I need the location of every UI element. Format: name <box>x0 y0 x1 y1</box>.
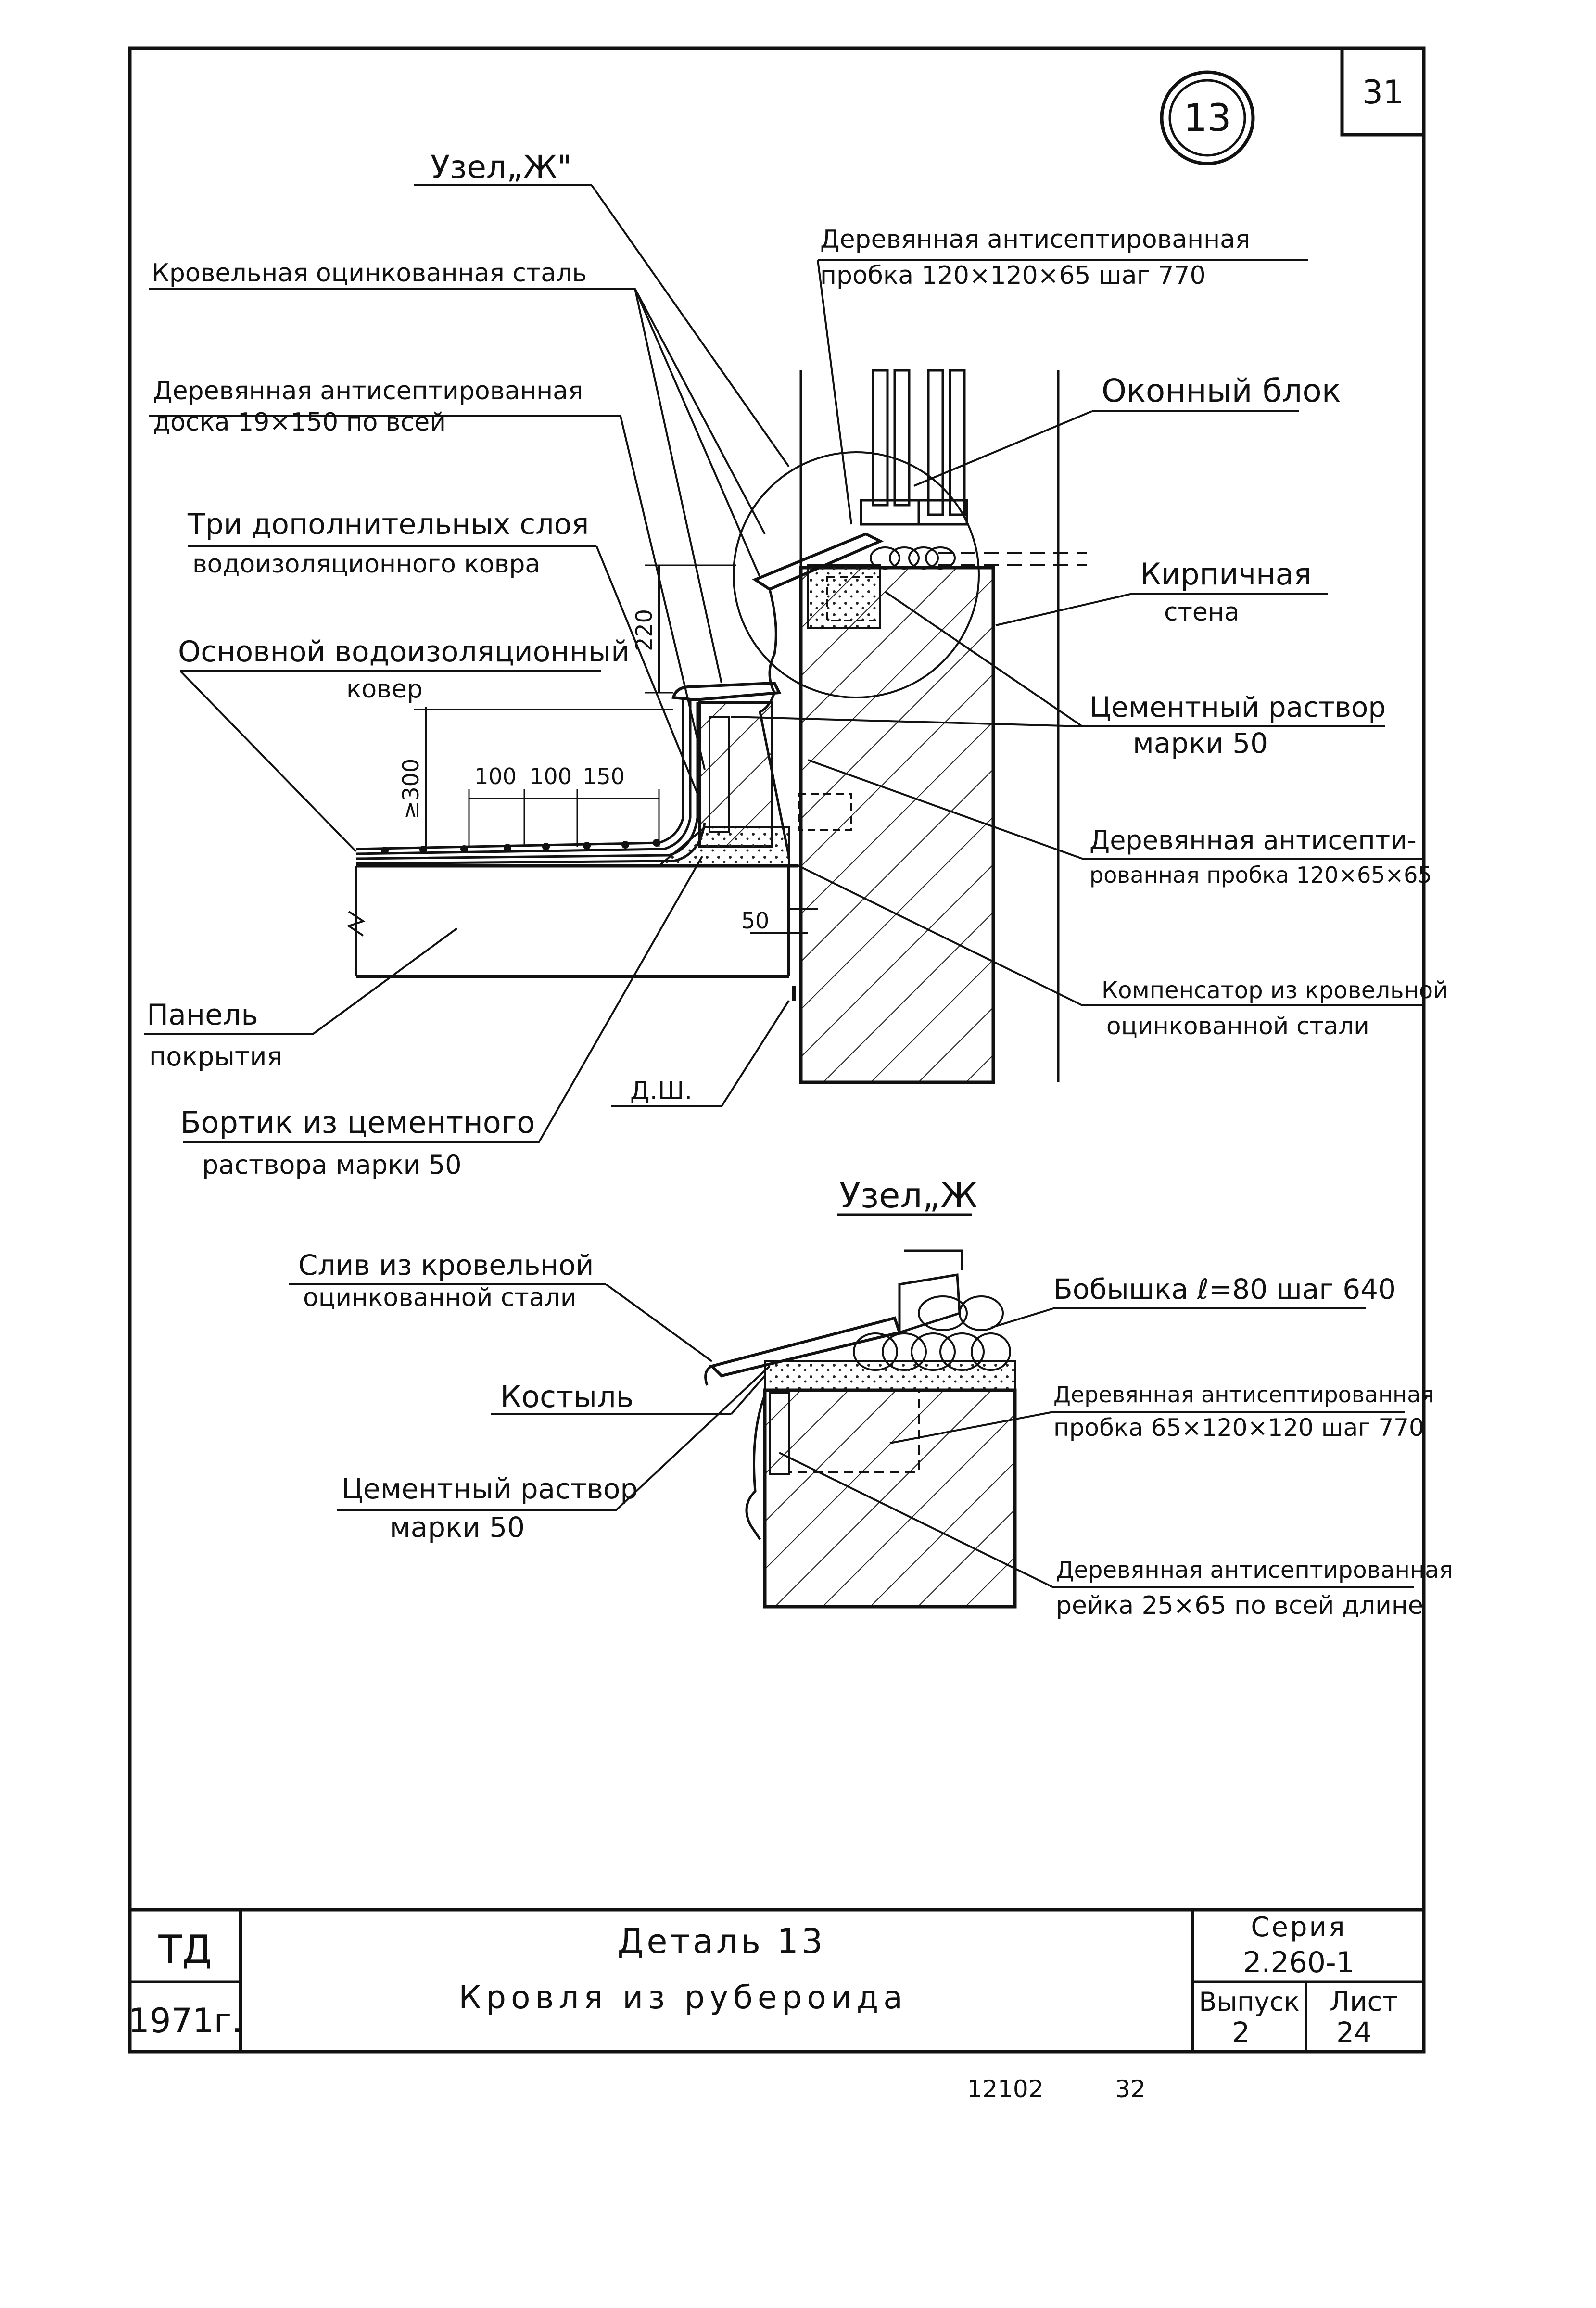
lower-node <box>704 1249 1017 1609</box>
title-block <box>130 1908 1424 2052</box>
drawing-title-2: Кровля из рубероида <box>458 1979 907 2016</box>
boss-label: Бобышка ℓ=80 шаг 640 <box>1053 1273 1396 1306</box>
cement-curb <box>656 826 790 867</box>
lower-rolls <box>853 1295 1011 1371</box>
mortar-label-1: Цементный раствор <box>1089 691 1386 723</box>
curb-label-2: раствора марки 50 <box>202 1150 462 1180</box>
window-label: Оконный блок <box>1102 372 1341 409</box>
year-cell: 1971г. <box>128 2001 242 2041</box>
rail-label-1: Деревянная антисептированная <box>1056 1557 1453 1584</box>
series-value: 2.260-1 <box>1243 1946 1355 1979</box>
doc-page: 32 <box>1115 2075 1146 2103</box>
series-label: Серия <box>1251 1912 1346 1943</box>
layers-label-1: Три дополнительных слоя <box>187 507 589 541</box>
sheet-number: 31 <box>1362 74 1404 112</box>
lower-leader-lines <box>289 1283 1414 1588</box>
node-circle <box>733 451 980 698</box>
main-carpet-label-2: ковер <box>346 675 423 704</box>
main-carpet-label-1: Основной водоизоляционный <box>178 635 630 669</box>
detail-circle <box>1160 70 1255 165</box>
compensator-label-1: Компенсатор из кровельной <box>1102 977 1448 1004</box>
drawing-title-1: Деталь 13 <box>618 1922 826 1961</box>
sheet-frame <box>128 46 1426 2054</box>
crutch-label: Костыль <box>500 1379 633 1414</box>
brick-label-2: стена <box>1164 598 1240 627</box>
layers-label-2: водоизоляционного ковра <box>192 550 540 579</box>
issue-label: Выпуск <box>1199 1987 1299 2017</box>
rail-label-2: рейка 25×65 по всей длине <box>1056 1591 1423 1620</box>
drain-label-2: оцинкованной стали <box>303 1283 577 1312</box>
curb-label-1: Бортик из цементного <box>180 1105 535 1140</box>
node-title: Узел„Ж <box>839 1175 977 1216</box>
dim-300: ≥300 <box>398 759 424 819</box>
plug-side-label-2: рованная пробка 120×65×65 <box>1089 862 1432 888</box>
lower-plug-label-1: Деревянная антисептированная <box>1053 1382 1434 1408</box>
panel-label-1: Панель <box>147 998 258 1032</box>
doc-number: 12102 <box>967 2075 1043 2103</box>
roof-panel <box>346 864 798 978</box>
board-label-2: доска 19×150 по всей <box>153 408 446 437</box>
panel-label-2: покрытия <box>149 1041 282 1072</box>
upper-section <box>346 369 1087 1084</box>
drain-label-1: Слив из кровельной <box>298 1249 594 1281</box>
dim-150: 150 <box>583 763 625 789</box>
plug-top-label-2: пробка 120×120×65 шаг 770 <box>820 261 1206 290</box>
upper-labels: Узел„Ж" Кровельная оцинкованная сталь Де… <box>147 149 1448 1180</box>
plug-side-label-1: Деревянная антисепти- <box>1089 825 1417 855</box>
dimension-lines <box>414 564 808 934</box>
lower-mortar-label-2: марки 50 <box>390 1511 525 1544</box>
node-ref-label: Узел„Ж" <box>431 149 572 186</box>
board-label-1: Деревянная антисептированная <box>153 377 583 406</box>
leader-lines <box>144 184 1424 1143</box>
issue-value: 2 <box>1232 2016 1250 2049</box>
dim-100-b: 100 <box>530 763 572 789</box>
sheet-label: Лист <box>1330 1986 1398 2017</box>
dsh-label: Д.Ш. <box>630 1077 692 1105</box>
steel-label: Кровельная оцинкованная сталь <box>152 259 587 288</box>
lower-mortar-label-1: Цементный раствор <box>342 1472 638 1505</box>
brick-wall <box>799 566 995 1084</box>
mortar-label-2: марки 50 <box>1133 727 1268 760</box>
sill-rolls <box>870 546 956 570</box>
lower-plug-label-2: пробка 65×120×120 шаг 770 <box>1053 1414 1424 1442</box>
sheet-value: 24 <box>1336 2016 1372 2049</box>
lower-wall <box>763 1388 1017 1609</box>
plug-top-label-1: Деревянная антисептированная <box>820 225 1250 254</box>
lower-labels: Узел„Ж Слив из кровельной оцинкованной с… <box>298 1175 1453 1620</box>
dim-220: 220 <box>631 609 657 651</box>
brick-label-1: Кирпичная <box>1140 557 1312 592</box>
dim-100-a: 100 <box>474 763 517 789</box>
detail-number: 13 <box>1183 97 1231 140</box>
dim-50: 50 <box>741 908 770 934</box>
window-block <box>860 369 1087 566</box>
compensator-label-2: оцинкованной стали <box>1106 1012 1369 1040</box>
org-cell: ТД <box>158 1927 212 1972</box>
